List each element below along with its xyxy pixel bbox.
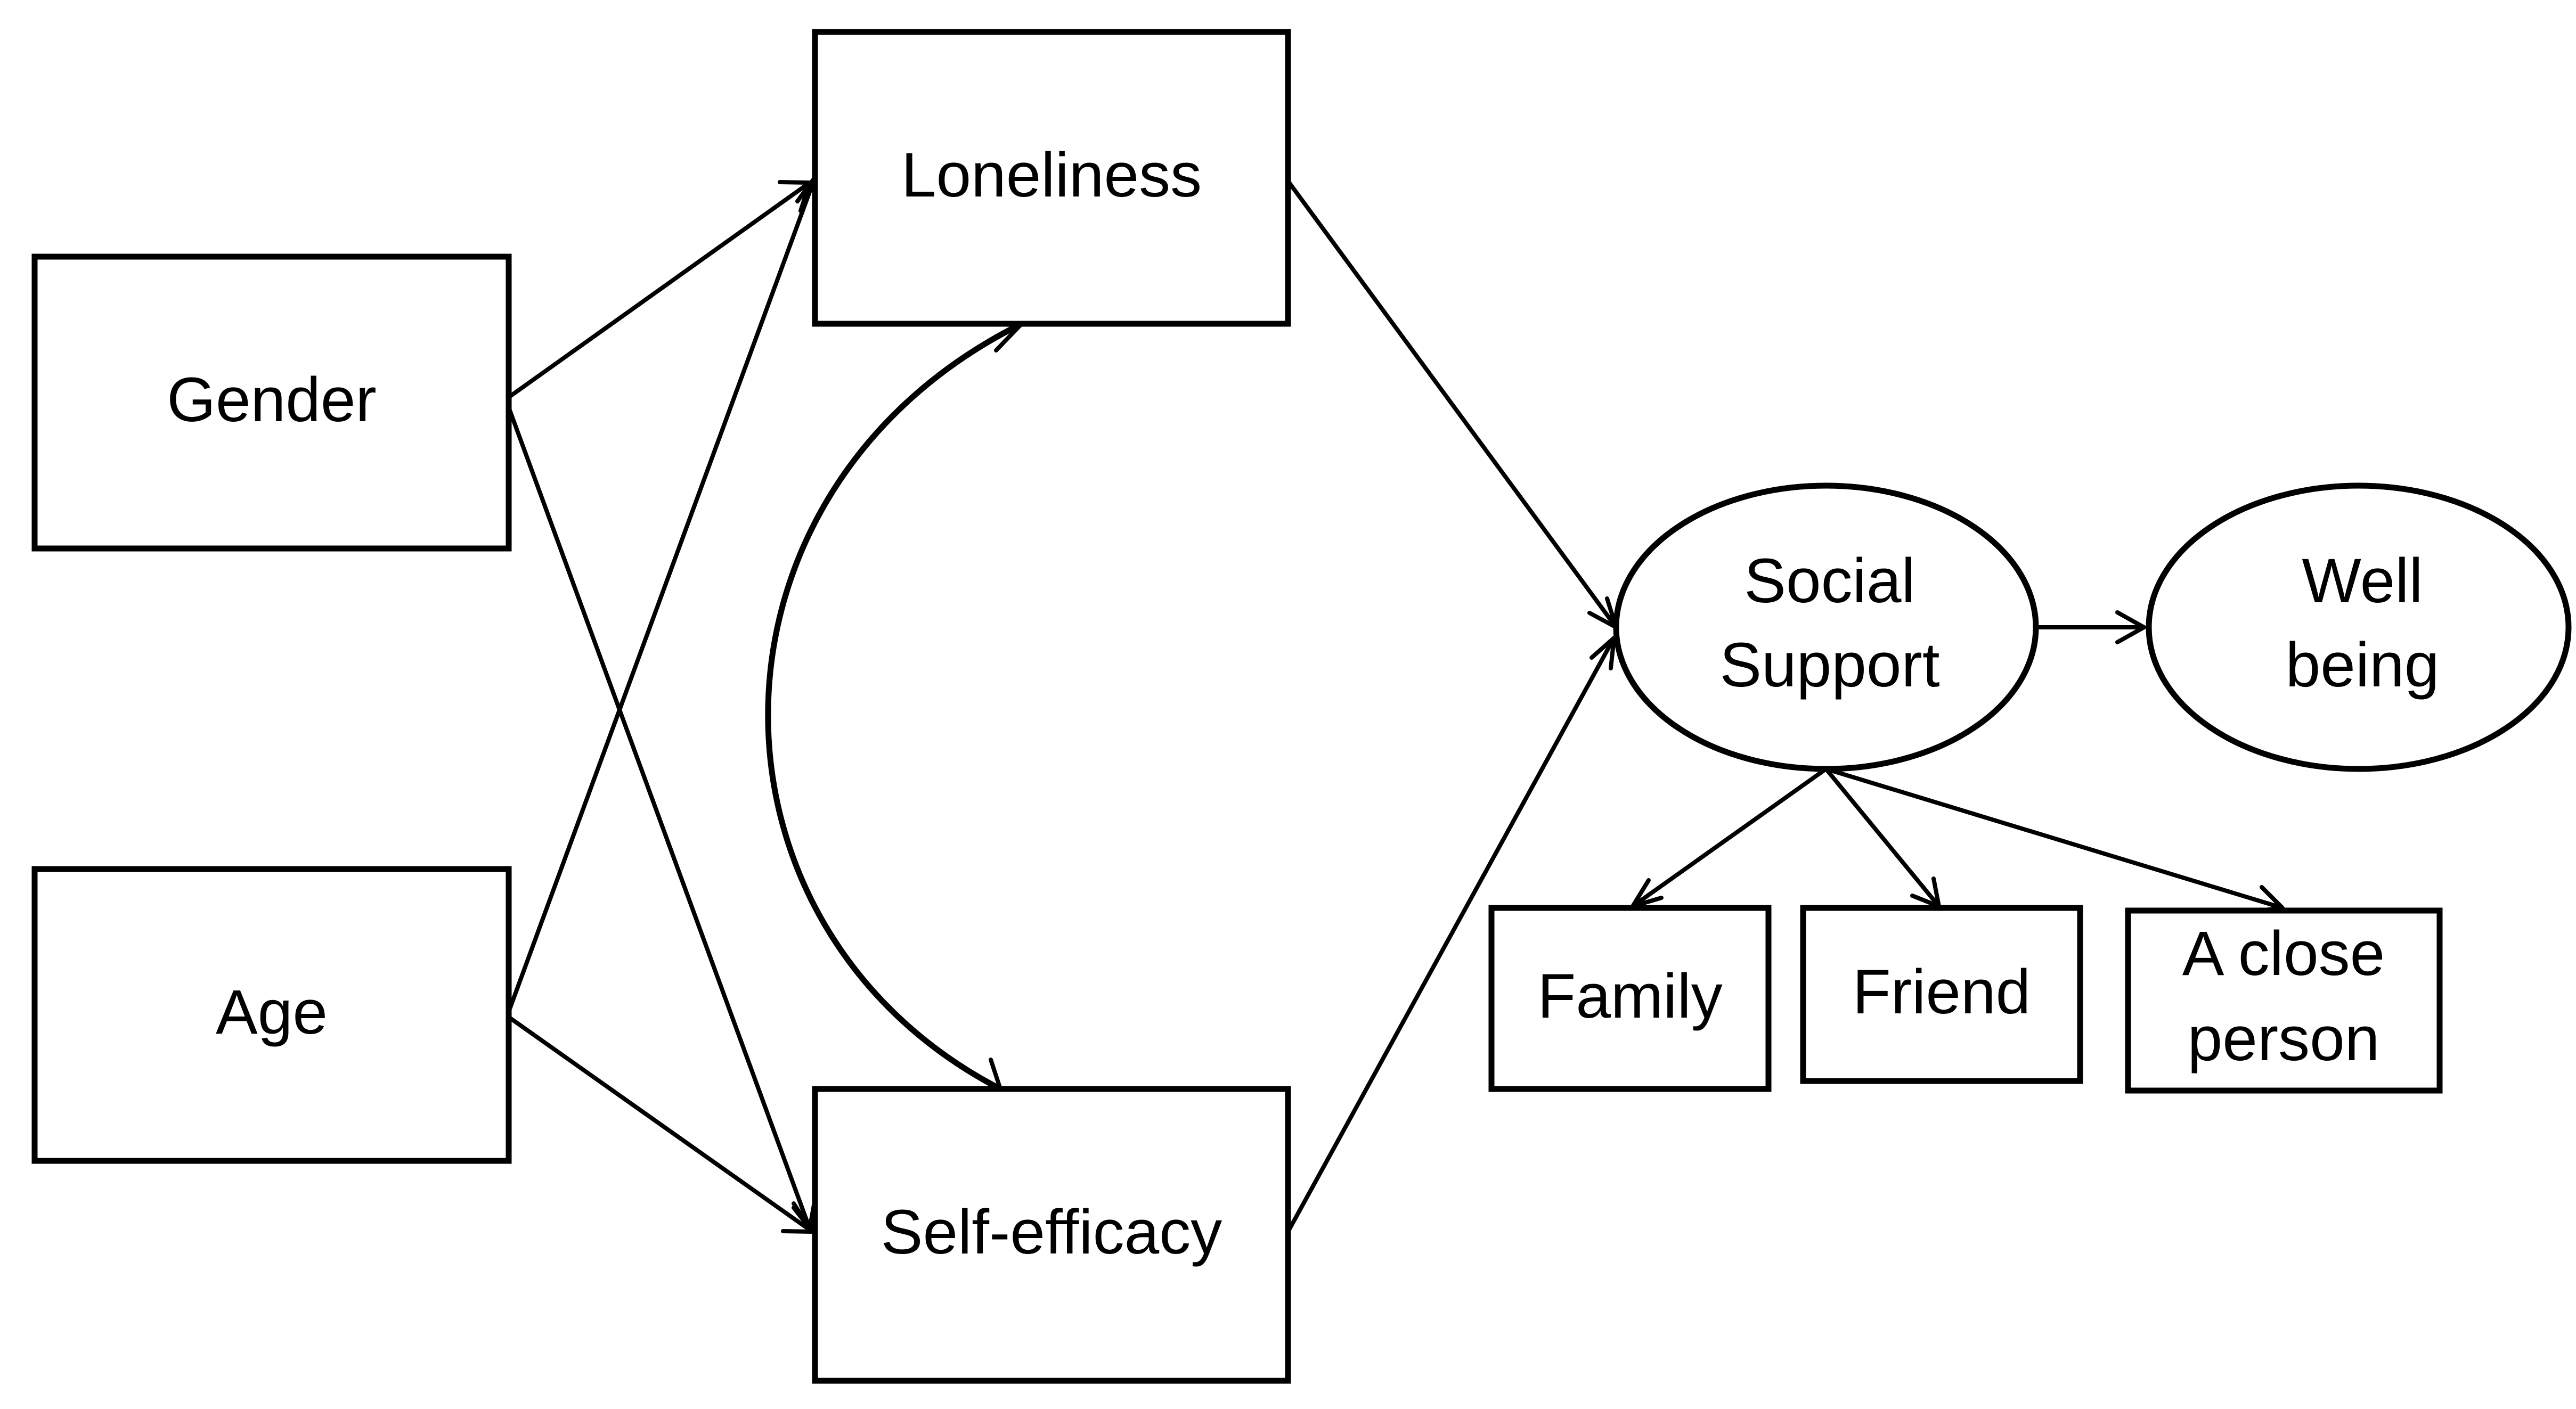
- edge-gender-to-self-efficacy: [507, 406, 817, 1231]
- node-social-support: Social Support: [1613, 482, 2039, 772]
- node-family: Family: [1488, 905, 1772, 1092]
- correlation-loneliness-self-efficacy: [765, 319, 1024, 1092]
- node-social-support-label-line2: Support: [1719, 630, 1939, 700]
- node-loneliness-label: Loneliness: [901, 140, 1202, 210]
- node-well-being-label-line2: being: [2286, 630, 2440, 700]
- node-loneliness: Loneliness: [812, 29, 1291, 327]
- edge-social-support-to-family: [1631, 767, 1828, 908]
- edge-loneliness-to-social-support: [1286, 179, 1618, 629]
- edge-age-to-loneliness: [507, 175, 821, 1013]
- node-social-support-label-line1: Social: [1744, 546, 1915, 616]
- edge-social-support-to-close-person: [1825, 767, 2285, 914]
- node-close-person: A close person: [2125, 907, 2443, 1094]
- edge-social-support-to-well-being: [2036, 610, 2146, 644]
- node-age-label: Age: [216, 977, 328, 1047]
- node-friend: Friend: [1800, 905, 2083, 1084]
- node-gender-label: Gender: [167, 365, 377, 435]
- edge-social-support-to-friend: [1824, 767, 1941, 908]
- node-well-being-label-line1: Well: [2302, 546, 2423, 616]
- node-gender: Gender: [31, 253, 512, 552]
- node-close-person-label-line1: A close: [2182, 919, 2385, 989]
- node-friend-label: Friend: [1853, 957, 2031, 1027]
- node-self-efficacy: Self-efficacy: [812, 1086, 1291, 1384]
- node-self-efficacy-label: Self-efficacy: [881, 1197, 1222, 1267]
- edges: [507, 175, 2285, 1234]
- node-close-person-label-line2: person: [2188, 1004, 2380, 1074]
- edge-age-to-self-efficacy: [507, 1015, 814, 1234]
- node-well-being: Well being: [2146, 482, 2572, 772]
- node-family-label: Family: [1537, 961, 1722, 1031]
- node-age: Age: [31, 866, 512, 1164]
- edge-gender-to-loneliness: [507, 180, 812, 399]
